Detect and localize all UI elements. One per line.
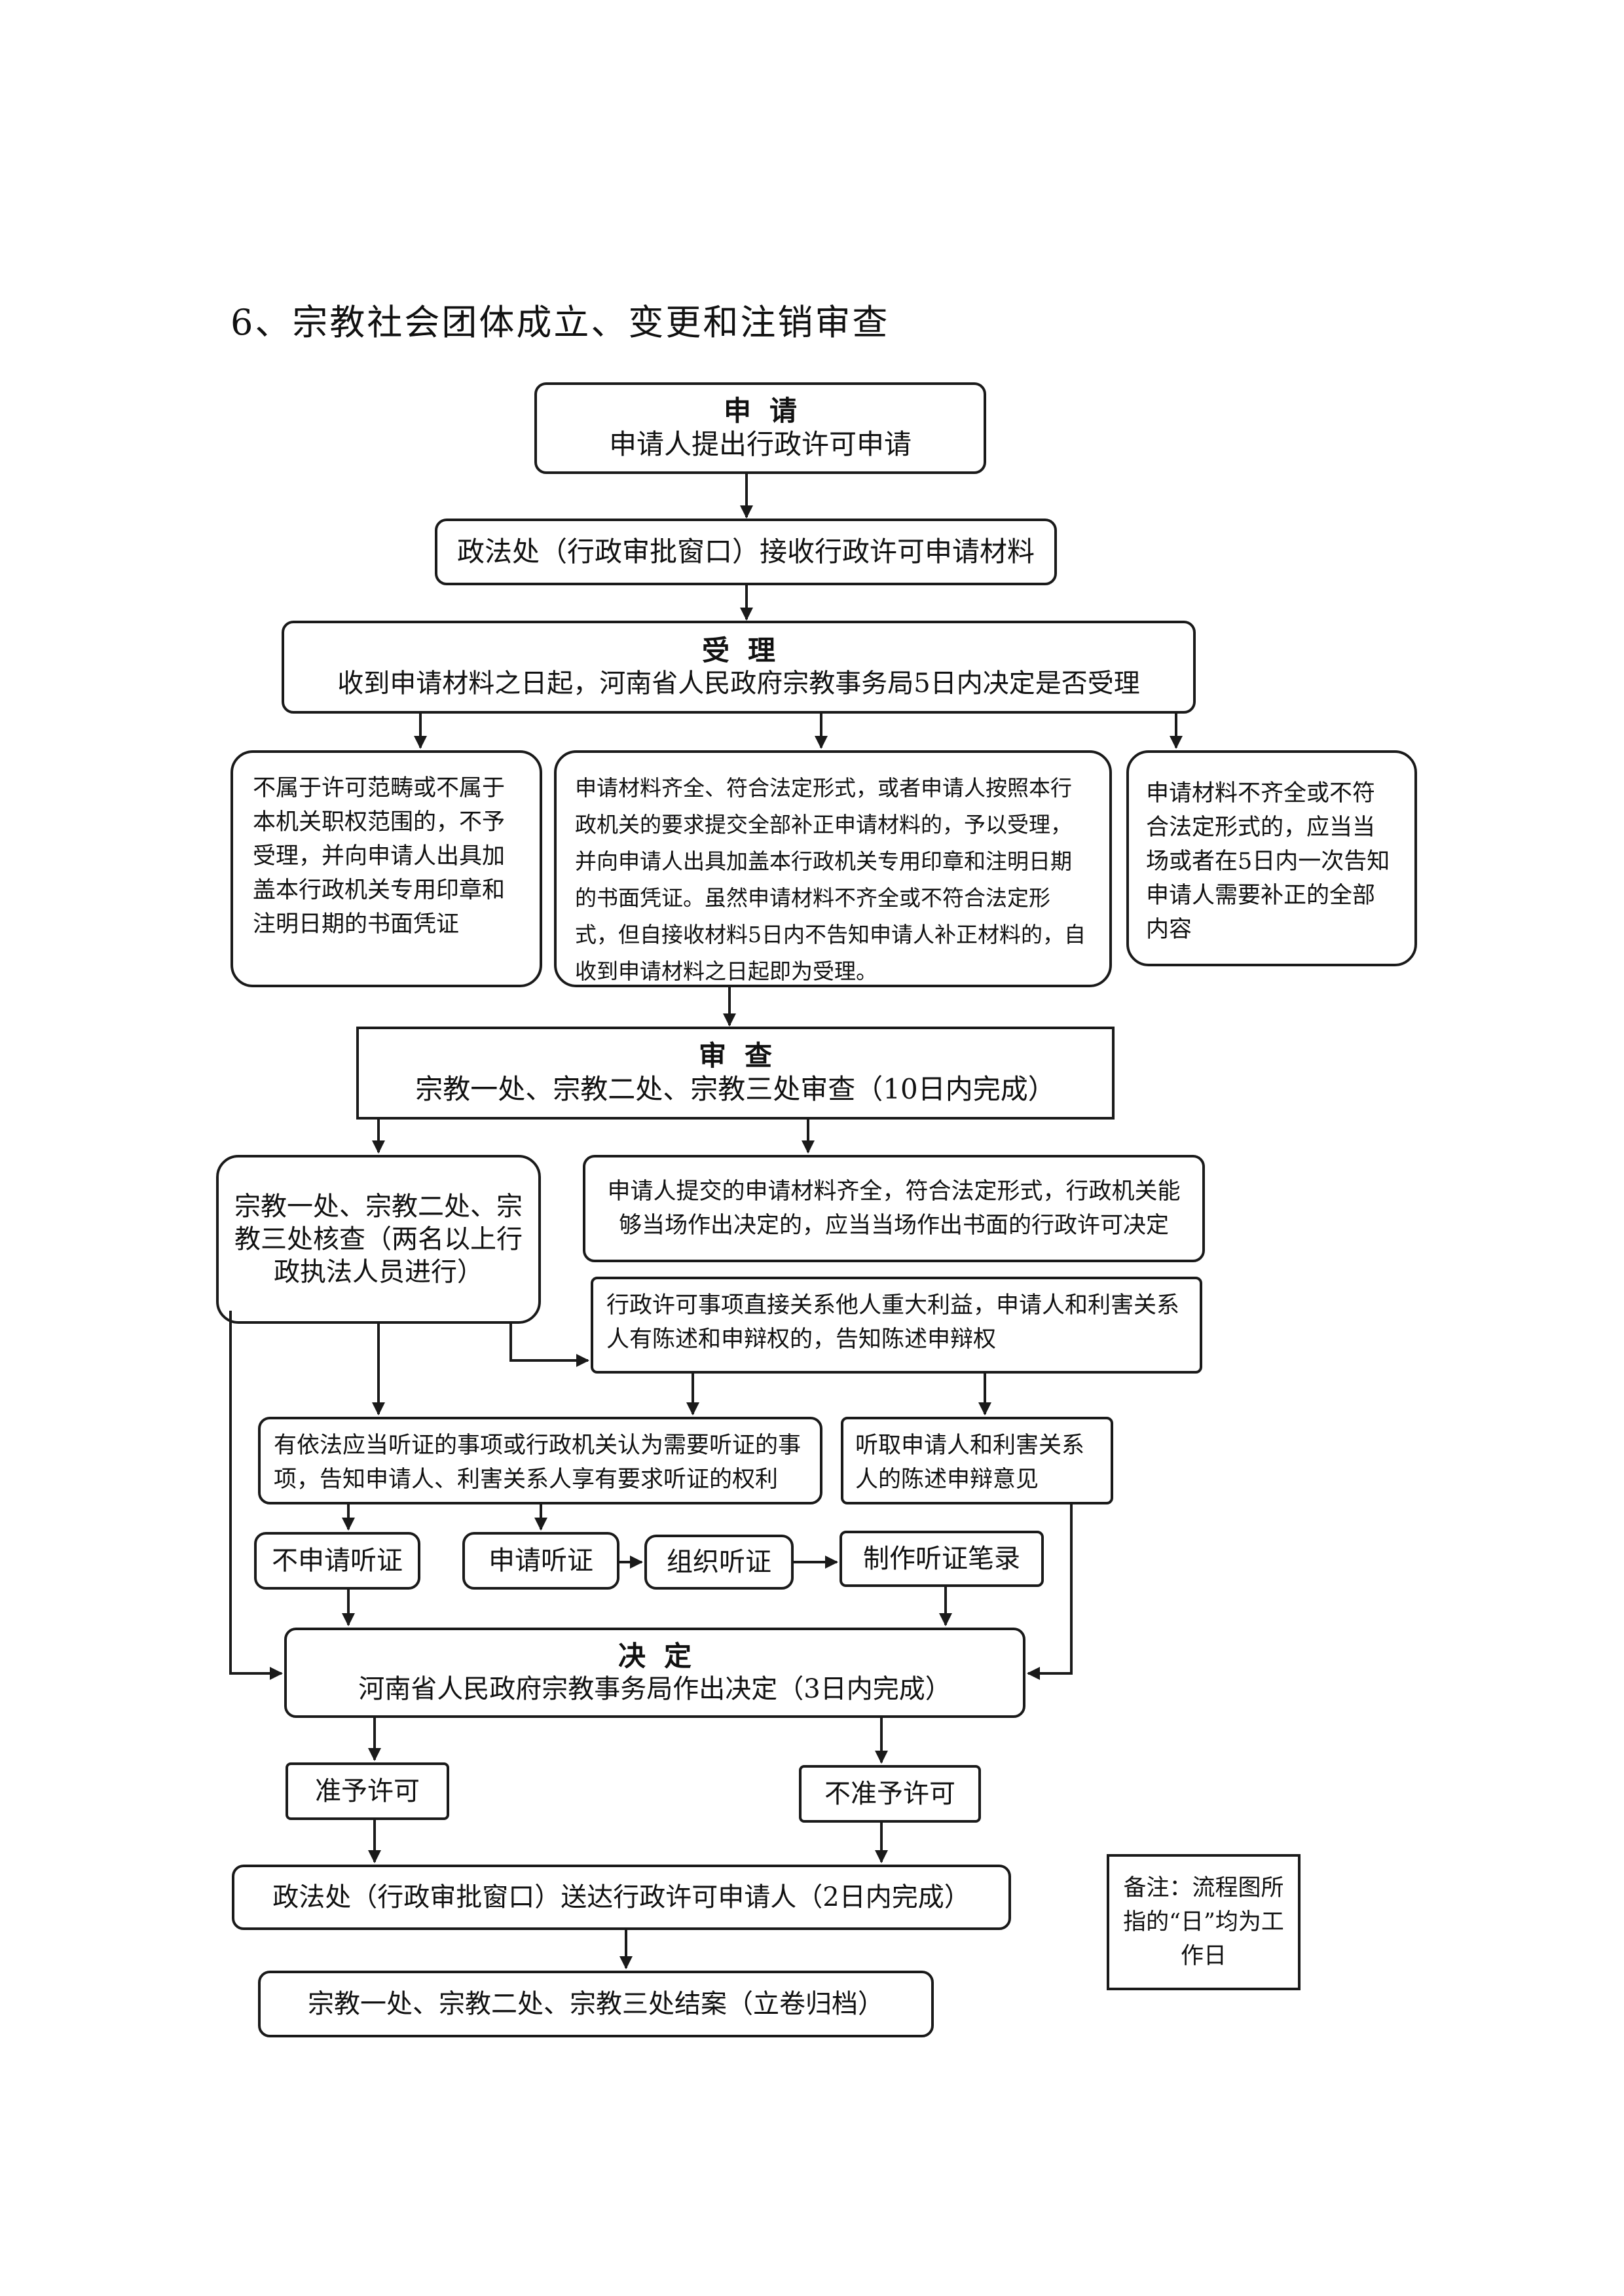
verify-text: 宗教一处、宗教二处、宗教三处核查（两名以上行政执法人员进行） <box>234 1192 523 1287</box>
receive-materials-box: 政法处（行政审批窗口）接收行政许可申请材料 <box>435 519 1057 585</box>
note-box: 备注：流程图所指的“日”均为工作日 <box>1107 1854 1301 1990</box>
accept-complete-text: 申请材料齐全、符合法定形式，或者申请人按照本行政机关的要求提交全部补正申请材料的… <box>575 775 1086 984</box>
apply-text: 申请人提出行政许可申请 <box>608 428 912 460</box>
organize-hearing-box: 组织听证 <box>644 1535 794 1590</box>
accept-text: 收到申请材料之日起，河南省人民政府宗教事务局5日内决定是否受理 <box>337 668 1140 699</box>
reject-scope-box: 不属于许可范畴或不属于本机关职权范围的，不予受理，并向申请人出具加盖本行政机关专… <box>231 750 542 987</box>
arrow-verify-to-interest <box>509 1324 589 1367</box>
hearing-record-box: 制作听证笔录 <box>840 1531 1044 1587</box>
no-hearing-text: 不申请听证 <box>272 1546 403 1576</box>
hearing-record-text: 制作听证笔录 <box>863 1544 1020 1574</box>
arrow-verify-bypass-to-decision <box>229 1311 283 1680</box>
hearing-notice-box: 有依法应当听证的事项或行政机关认为需要听证的事项，告知申请人、利害关系人享有要求… <box>258 1417 822 1504</box>
no-hearing-box: 不申请听证 <box>254 1532 420 1590</box>
deliver-text: 政法处（行政审批窗口）送达行政许可申请人（2日内完成） <box>272 1882 970 1912</box>
deny-box: 不准予许可 <box>799 1765 981 1823</box>
review-heading: 审查 <box>698 1040 790 1072</box>
on-site-decision-box: 申请人提交的申请材料齐全，符合法定形式，行政机关能够当场作出决定的，应当当场作出… <box>583 1155 1205 1262</box>
note-text: 备注：流程图所指的“日”均为工作日 <box>1123 1875 1284 1969</box>
verify-box: 宗教一处、宗教二处、宗教三处核查（两名以上行政执法人员进行） <box>216 1155 541 1324</box>
grant-box: 准予许可 <box>286 1762 449 1820</box>
review-box: 审查 宗教一处、宗教二处、宗教三处审查（10日内完成） <box>356 1027 1115 1120</box>
interest-notice-box: 行政许可事项直接关系他人重大利益，申请人和利害关系人有陈述和申辩权的，告知陈述申… <box>591 1277 1202 1374</box>
on-site-decision-text: 申请人提交的申请材料齐全，符合法定形式，行政机关能够当场作出决定的，应当当场作出… <box>607 1178 1181 1239</box>
accept-complete-box: 申请材料齐全、符合法定形式，或者申请人按照本行政机关的要求提交全部补正申请材料的… <box>554 750 1112 987</box>
incomplete-box: 申请材料不齐全或不符合法定形式的，应当当场或者在5日内一次告知申请人需要补正的全… <box>1126 750 1417 966</box>
review-text: 宗教一处、宗教二处、宗教三处审查（10日内完成） <box>415 1073 1056 1105</box>
decision-box: 决定 河南省人民政府宗教事务局作出决定（3日内完成） <box>284 1628 1025 1718</box>
interest-notice-text: 行政许可事项直接关系他人重大利益，申请人和利害关系人有陈述和申辩权的，告知陈述申… <box>606 1292 1180 1353</box>
listen-opinion-text: 听取申请人和利害关系人的陈述申辩意见 <box>855 1432 1085 1493</box>
organize-hearing-text: 组织听证 <box>667 1547 771 1577</box>
request-hearing-text: 申请听证 <box>489 1546 593 1576</box>
archive-text: 宗教一处、宗教二处、宗教三处结案（立卷归档） <box>308 1989 884 2019</box>
apply-heading: 申请 <box>723 395 815 427</box>
deliver-box: 政法处（行政审批窗口）送达行政许可申请人（2日内完成） <box>232 1865 1011 1930</box>
decision-text: 河南省人民政府宗教事务局作出决定（3日内完成） <box>358 1674 951 1704</box>
receive-materials-text: 政法处（行政审批窗口）接收行政许可申请材料 <box>456 536 1035 568</box>
hearing-notice-text: 有依法应当听证的事项或行政机关认为需要听证的事项，告知申请人、利害关系人享有要求… <box>274 1432 802 1493</box>
archive-box: 宗教一处、宗教二处、宗教三处结案（立卷归档） <box>258 1971 934 2037</box>
apply-box: 申请 申请人提出行政许可申请 <box>534 382 986 474</box>
decision-heading: 决定 <box>618 1640 710 1672</box>
listen-opinion-box: 听取申请人和利害关系人的陈述申辩意见 <box>841 1417 1113 1504</box>
accept-heading: 受理 <box>701 634 794 666</box>
reject-scope-text: 不属于许可范畴或不属于本机关职权范围的，不予受理，并向申请人出具加盖本行政机关专… <box>253 775 506 938</box>
grant-text: 准予许可 <box>315 1776 420 1806</box>
page-title: 6、宗教社会团体成立、变更和注销审查 <box>231 302 890 343</box>
incomplete-text: 申请材料不齐全或不符合法定形式的，应当当场或者在5日内一次告知申请人需要补正的全… <box>1146 780 1390 943</box>
arrow-listen-to-decision <box>1027 1504 1073 1680</box>
request-hearing-box: 申请听证 <box>462 1532 619 1590</box>
accept-box: 受理 收到申请材料之日起，河南省人民政府宗教事务局5日内决定是否受理 <box>282 621 1196 714</box>
deny-text: 不准予许可 <box>824 1779 955 1809</box>
